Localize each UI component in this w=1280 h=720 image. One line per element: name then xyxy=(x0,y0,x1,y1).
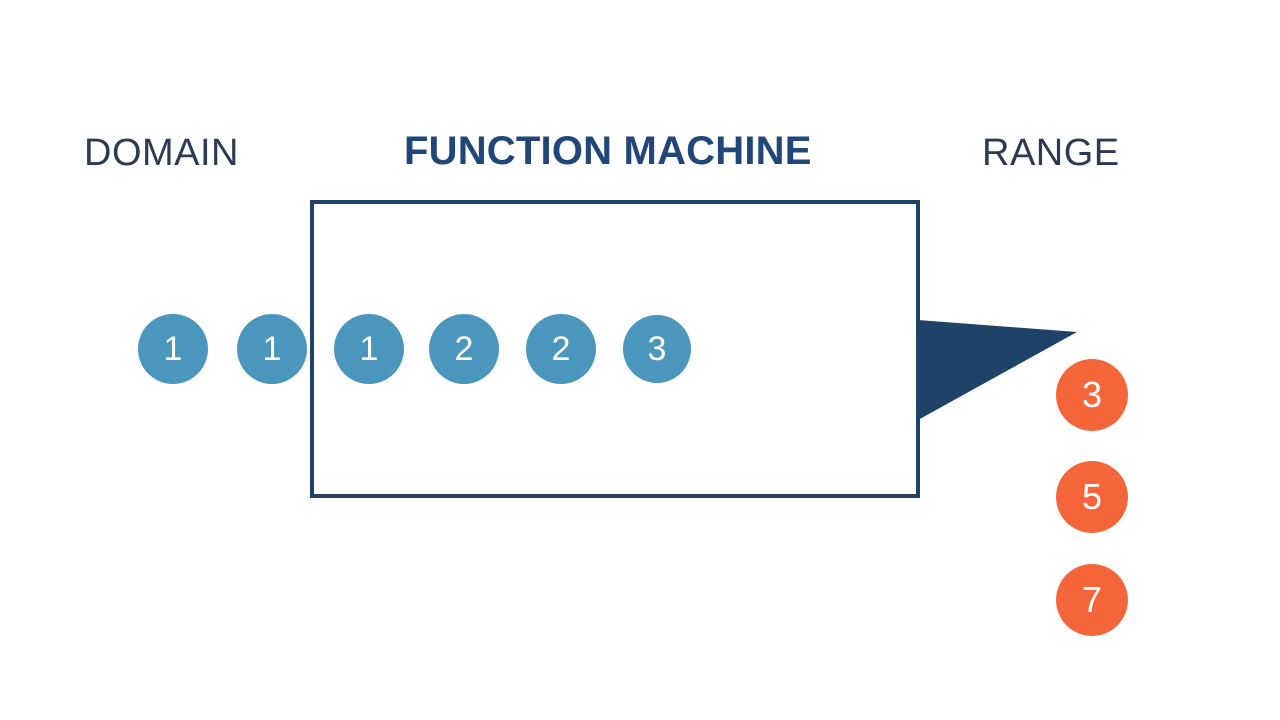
output-arrow-icon xyxy=(918,320,1077,420)
domain-token-value: 2 xyxy=(454,329,474,368)
range-token-value: 3 xyxy=(1081,374,1103,415)
domain-token: 1 xyxy=(334,314,404,384)
range-token: 3 xyxy=(1056,359,1128,431)
domain-token-value: 1 xyxy=(359,329,379,368)
domain-token-value: 1 xyxy=(163,329,183,368)
domain-token: 1 xyxy=(138,314,208,384)
domain-token: 1 xyxy=(237,314,307,384)
domain-token: 3 xyxy=(623,315,691,383)
domain-token: 2 xyxy=(526,314,596,384)
range-token-value: 7 xyxy=(1081,579,1103,620)
function-machine-box xyxy=(310,200,920,498)
range-token-value: 5 xyxy=(1081,476,1103,517)
page-title: FUNCTION MACHINE xyxy=(404,129,812,173)
range-label: RANGE xyxy=(982,132,1120,174)
domain-label: DOMAIN xyxy=(84,132,239,174)
domain-token-value: 3 xyxy=(647,329,667,368)
range-token: 5 xyxy=(1056,461,1128,533)
domain-token-value: 2 xyxy=(551,329,571,368)
domain-token: 2 xyxy=(429,314,499,384)
range-token: 7 xyxy=(1056,564,1128,636)
domain-token-value: 1 xyxy=(262,329,282,368)
